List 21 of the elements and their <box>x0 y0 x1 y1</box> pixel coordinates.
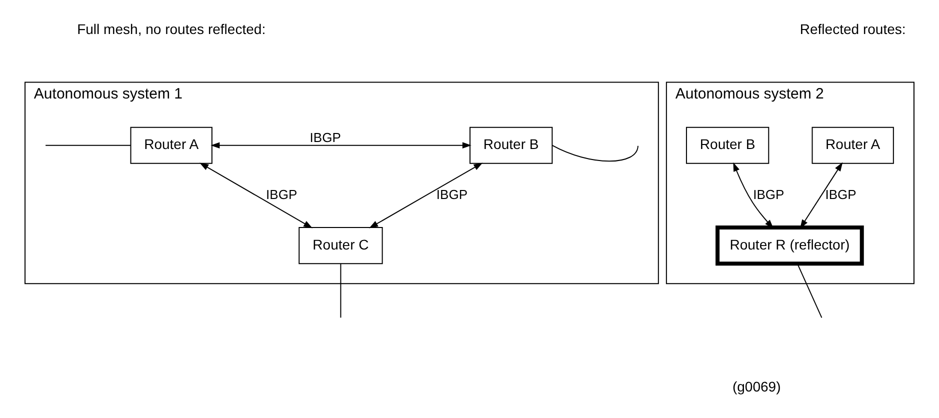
node-box: Router B <box>470 126 553 164</box>
label: Reflected routes: <box>800 20 906 37</box>
edge-label: IBGP <box>825 186 856 202</box>
arrow <box>210 142 472 149</box>
connector <box>340 263 342 318</box>
label: Full mesh, no routes reflected: <box>77 20 266 37</box>
node-box: Router A <box>812 126 894 164</box>
label: (g0069) <box>732 378 781 395</box>
edge-label: IBGP <box>753 186 784 202</box>
connector <box>552 144 638 162</box>
connector <box>796 263 822 318</box>
node-box: Router R (reflector) <box>716 226 864 266</box>
edge-label: IBGP <box>436 186 468 202</box>
node-box: Router B <box>686 126 770 164</box>
arrow <box>200 162 313 228</box>
edge-label: IBGP <box>266 186 298 202</box>
edge-label: IBGP <box>310 130 341 145</box>
arrow <box>369 162 483 228</box>
node-box: Router A <box>130 126 212 164</box>
node-box: Router C <box>298 227 383 264</box>
connector <box>45 144 132 146</box>
